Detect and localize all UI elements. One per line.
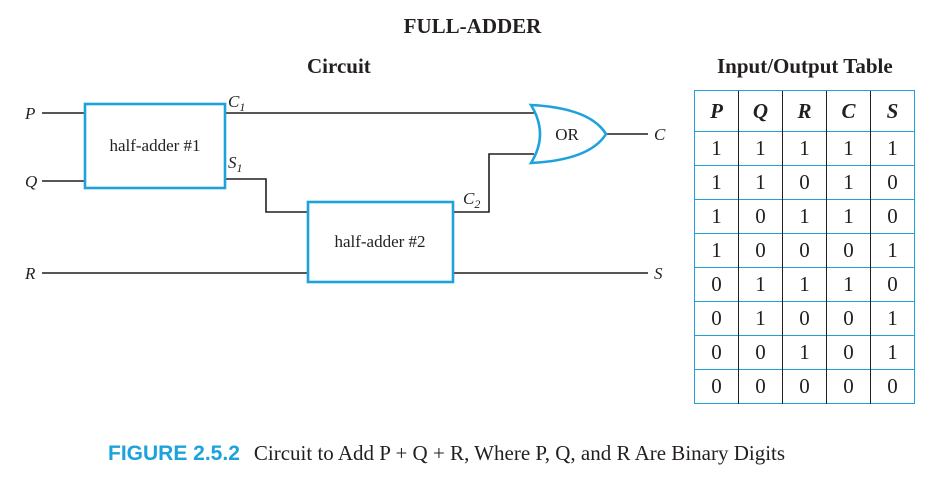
table-header-cell: C	[826, 90, 871, 132]
table-cell: 0	[782, 369, 827, 404]
table-cell: 1	[870, 233, 915, 268]
table-row: 1 1 1 1 1	[694, 131, 915, 166]
table-cell: 1	[826, 165, 871, 200]
table-header-row: P Q R C S	[694, 90, 915, 132]
input-label-r: R	[24, 264, 36, 283]
table-cell: 0	[738, 233, 783, 268]
table-header-cell: R	[782, 90, 827, 132]
table-cell: 0	[782, 165, 827, 200]
table-row: 0 0 1 0 1	[694, 335, 915, 370]
table-cell: 1	[782, 131, 827, 166]
output-label-c: C	[654, 125, 666, 144]
table-cell: 1	[826, 267, 871, 302]
table-cell: 1	[870, 301, 915, 336]
table-cell: 1	[738, 131, 783, 166]
signal-label-s1: S1	[228, 153, 243, 175]
wire-s1	[225, 178, 308, 213]
table-cell: 0	[694, 335, 739, 370]
half-adder-1-box	[83, 102, 227, 190]
figure-label: FIGURE 2.5.2	[108, 442, 240, 465]
table-header-cell: S	[870, 90, 915, 132]
table-row: 0 0 0 0 0	[694, 369, 915, 404]
table-cell: 0	[826, 335, 871, 370]
circuit-heading: Circuit	[307, 54, 371, 78]
figure-caption: FIGURE 2.5.2 Circuit to Add P + Q + R, Wh…	[108, 441, 785, 466]
table-cell: 1	[694, 199, 739, 234]
table-cell: 0	[738, 335, 783, 370]
table-header-cell: Q	[738, 90, 783, 132]
output-label-s: S	[654, 264, 663, 283]
figure-title: FULL-ADDER	[403, 14, 542, 38]
table-cell: 0	[738, 199, 783, 234]
table-cell: 0	[694, 301, 739, 336]
table-cell: 0	[826, 233, 871, 268]
table-cell: 0	[782, 301, 827, 336]
table-row: 1 0 0 0 1	[694, 233, 915, 268]
table-cell: 0	[870, 199, 915, 234]
input-label-q: Q	[25, 172, 37, 191]
table-cell: 0	[782, 233, 827, 268]
table-cell: 1	[782, 199, 827, 234]
signal-label-c2: C2	[463, 189, 480, 211]
table-cell: 1	[738, 267, 783, 302]
table-cell: 1	[738, 301, 783, 336]
table-cell: 1	[782, 335, 827, 370]
table-cell: 0	[870, 267, 915, 302]
table-cell: 1	[694, 131, 739, 166]
input-label-p: P	[24, 104, 35, 123]
table-cell: 1	[694, 165, 739, 200]
table-header-cell: P	[694, 90, 739, 132]
table-cell: 1	[694, 233, 739, 268]
table-heading: Input/Output Table	[717, 54, 893, 78]
table-row: 0 1 1 1 0	[694, 267, 915, 302]
or-gate-label: OR	[555, 125, 579, 144]
table-cell: 0	[738, 369, 783, 404]
table-cell: 0	[826, 369, 871, 404]
wires	[42, 112, 648, 274]
figure-caption-text: Circuit to Add P + Q + R, Where P, Q, an…	[253, 441, 786, 465]
table-cell: 0	[694, 369, 739, 404]
table-cell: 1	[870, 131, 915, 166]
table-cell: 1	[826, 199, 871, 234]
table-row: 1 1 0 1 0	[694, 165, 915, 200]
table-row: 0 1 0 0 1	[694, 301, 915, 336]
input-output-table: P Q R C S 1 1 1 1 1 1 1 0 1 0 1 0 1 1 0	[694, 90, 915, 404]
half-adder-2-box	[306, 200, 455, 284]
half-adder-2-label: half-adder #2	[334, 232, 425, 251]
wire-c2	[453, 153, 534, 213]
half-adder-1-label: half-adder #1	[109, 136, 200, 155]
table-row: 1 0 1 1 0	[694, 199, 915, 234]
table-cell: 1	[782, 267, 827, 302]
table-cell: 0	[870, 165, 915, 200]
table-cell: 0	[870, 369, 915, 404]
signal-label-c1: C1	[228, 92, 245, 114]
table-cell: 1	[870, 335, 915, 370]
table-cell: 1	[738, 165, 783, 200]
table-cell: 0	[826, 301, 871, 336]
table-cell: 0	[694, 267, 739, 302]
or-gate-shape	[528, 103, 608, 165]
table-cell: 1	[826, 131, 871, 166]
